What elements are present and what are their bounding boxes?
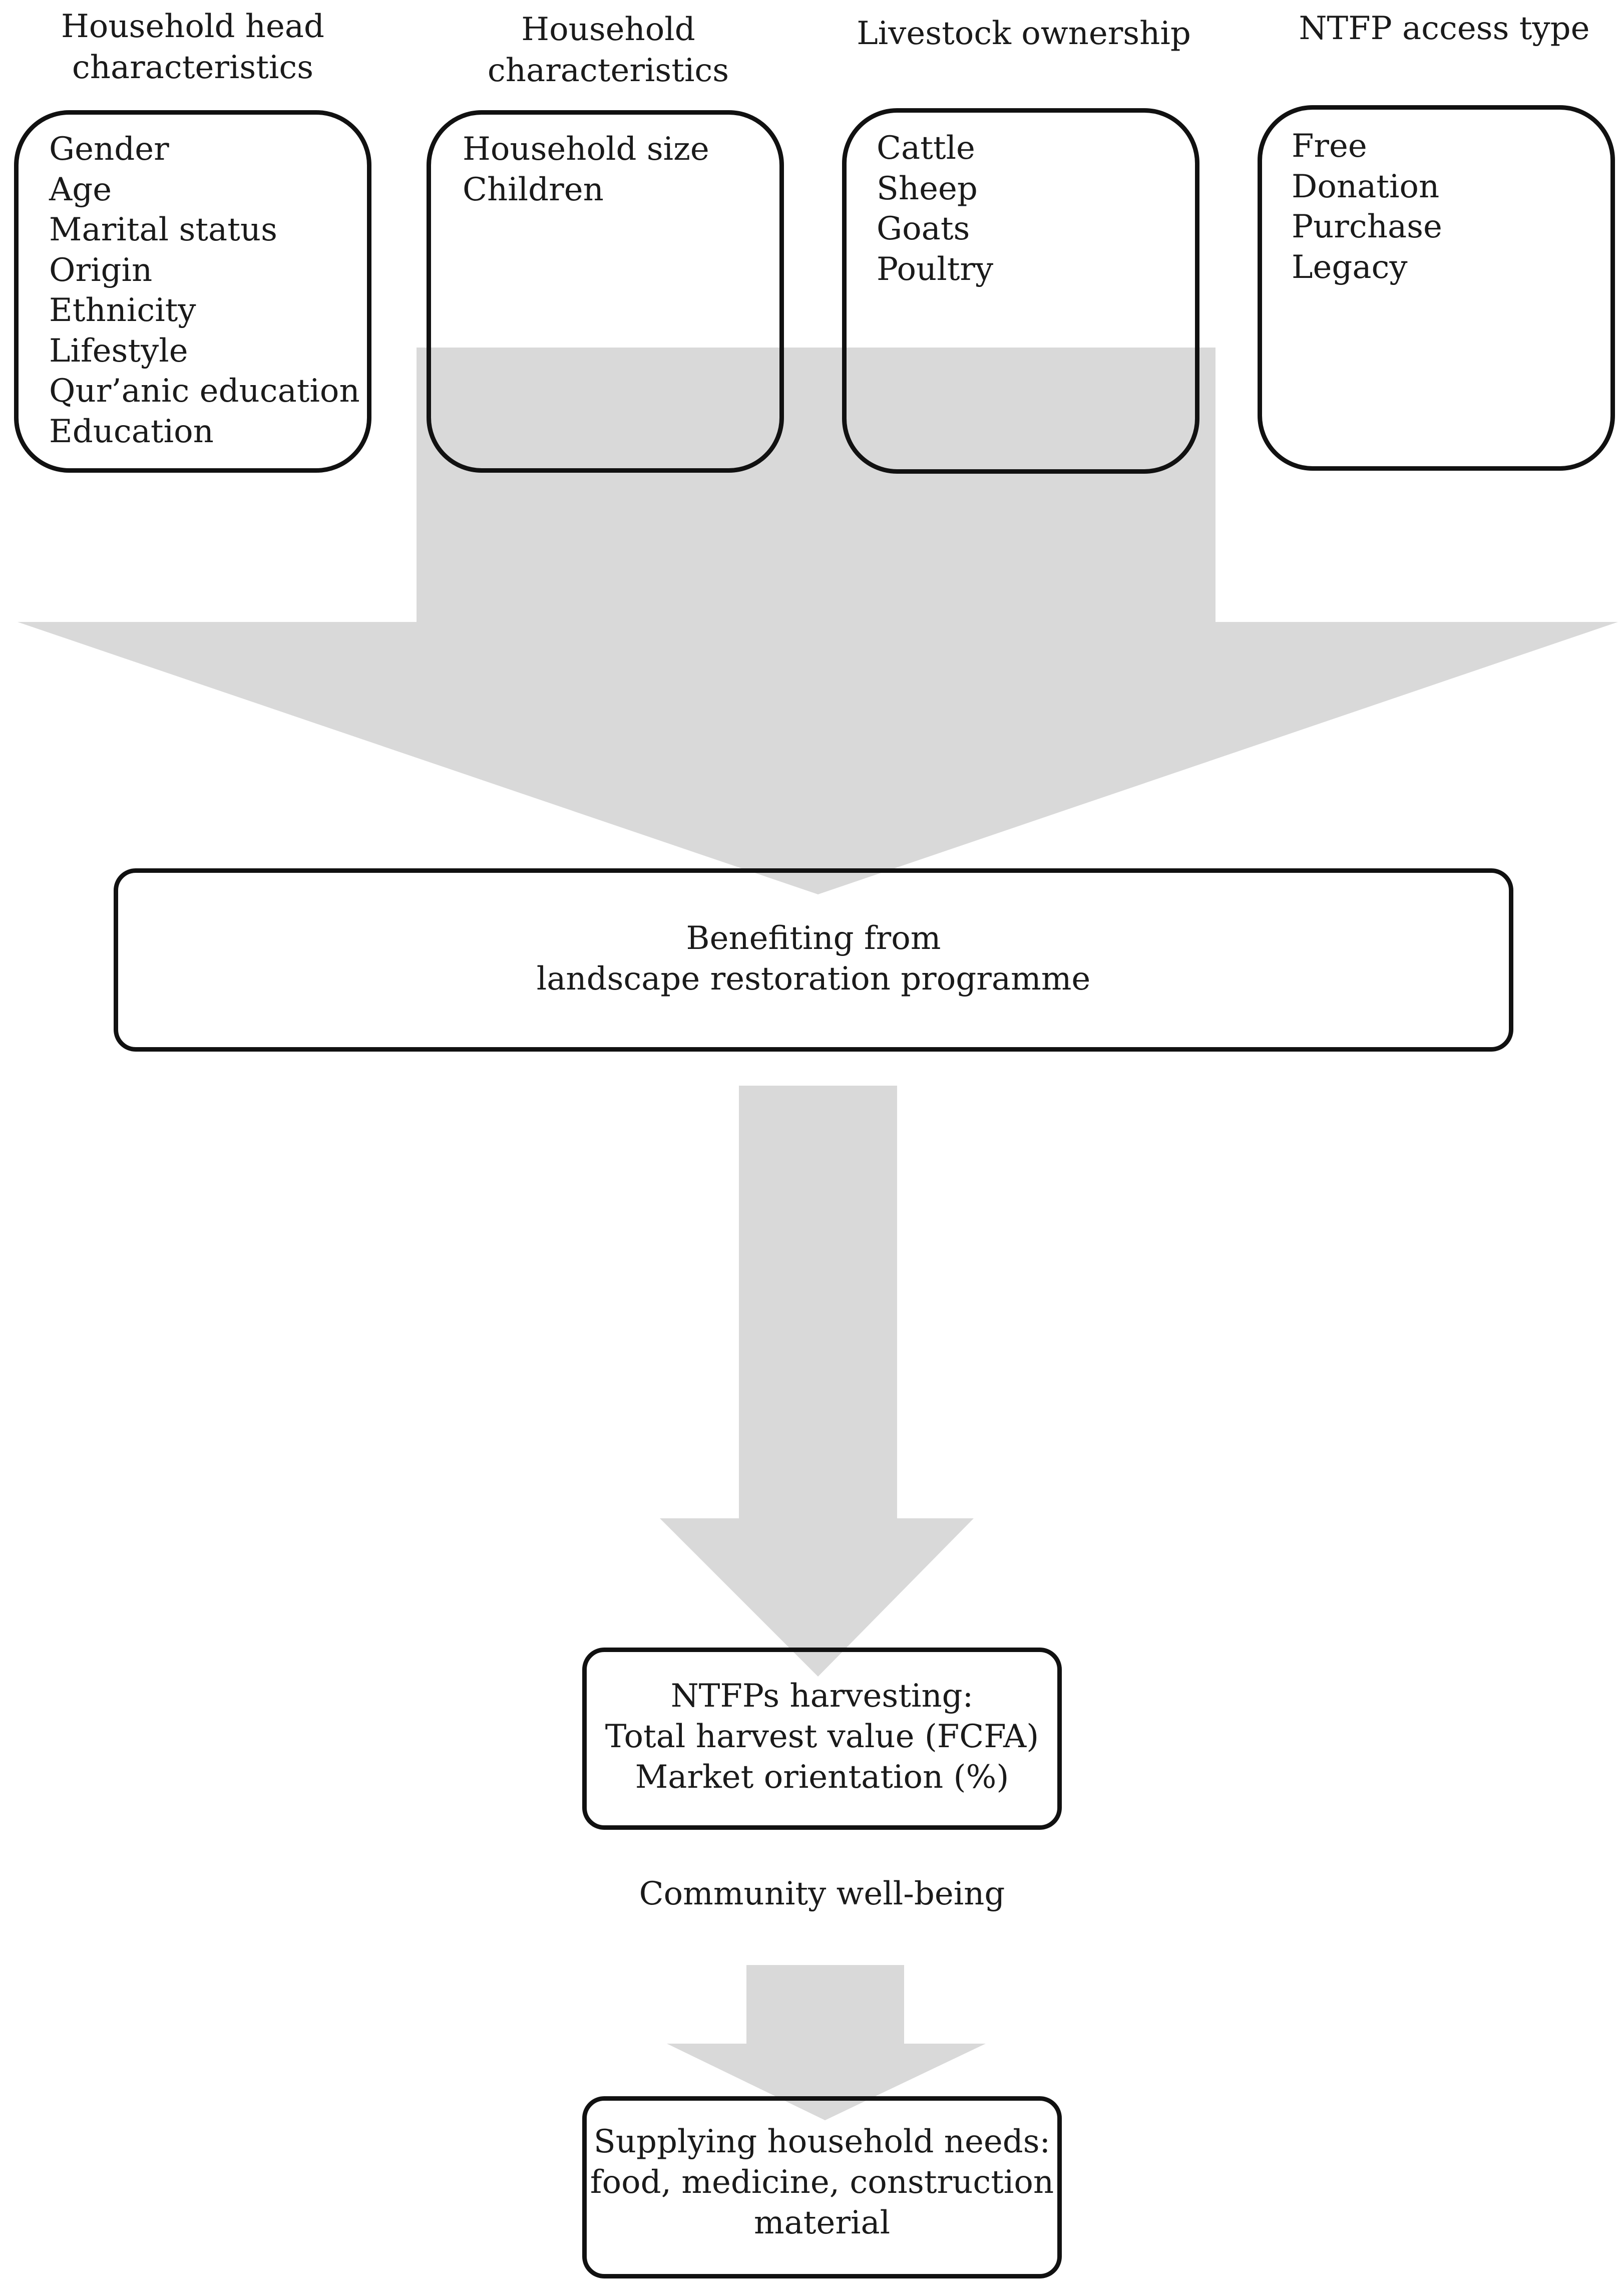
list-item: Qur’anic education <box>49 373 360 410</box>
list-item: Cattle <box>877 130 975 167</box>
list-item: Donation <box>1292 168 1440 205</box>
benefiting-text: Benefiting from landscape restoration pr… <box>536 920 1091 998</box>
list-item: Children <box>463 171 604 208</box>
list-item: Marital status <box>49 211 277 248</box>
household-needs-text: Supplying household needs: food, medicin… <box>590 2123 1054 2241</box>
list-item: Household size <box>463 131 709 168</box>
list-item: Free <box>1292 128 1367 165</box>
box-ntfps-harvesting <box>582 1648 1062 1830</box>
down-arrow-large <box>660 1086 974 1677</box>
box-ntfp-access <box>1258 105 1615 471</box>
list-item: Purchase <box>1292 208 1442 245</box>
list-ntfp-access: Free Donation Purchase Legacy <box>1292 126 1442 287</box>
harvesting-text: NTFPs harvesting: Total harvest value (F… <box>605 1678 1039 1796</box>
list-item: Poultry <box>877 250 994 288</box>
box-household <box>427 110 784 473</box>
list-item: Origin <box>49 251 153 289</box>
box-livestock <box>842 108 1199 474</box>
list-item: Legacy <box>1292 248 1408 286</box>
convergence-arrow <box>18 348 1618 894</box>
box-household-head <box>14 110 371 473</box>
header-livestock: Livestock ownership <box>857 15 1191 52</box>
header-household: Household characteristics <box>487 11 729 89</box>
list-item: Sheep <box>877 170 978 207</box>
down-arrow-small <box>667 1965 986 2120</box>
list-item: Goats <box>877 210 970 247</box>
box-household-needs <box>582 2096 1062 2278</box>
list-item: Ethnicity <box>49 292 196 329</box>
list-item: Age <box>49 171 112 208</box>
box-benefiting <box>114 868 1513 1052</box>
header-household-head: Household head characteristics <box>61 8 325 86</box>
header-ntfp-access: NTFP access type <box>1299 10 1590 47</box>
list-item: Gender <box>49 131 169 168</box>
list-item: Lifestyle <box>49 332 188 370</box>
list-livestock: Cattle Sheep Goats Poultry <box>877 128 993 289</box>
list-household: Household size Children <box>463 129 709 210</box>
list-household-head: Gender Age Marital status Origin Ethnici… <box>49 129 360 452</box>
list-item: Education <box>49 413 214 450</box>
community-well-being-label: Community well-being <box>639 1875 1005 1912</box>
